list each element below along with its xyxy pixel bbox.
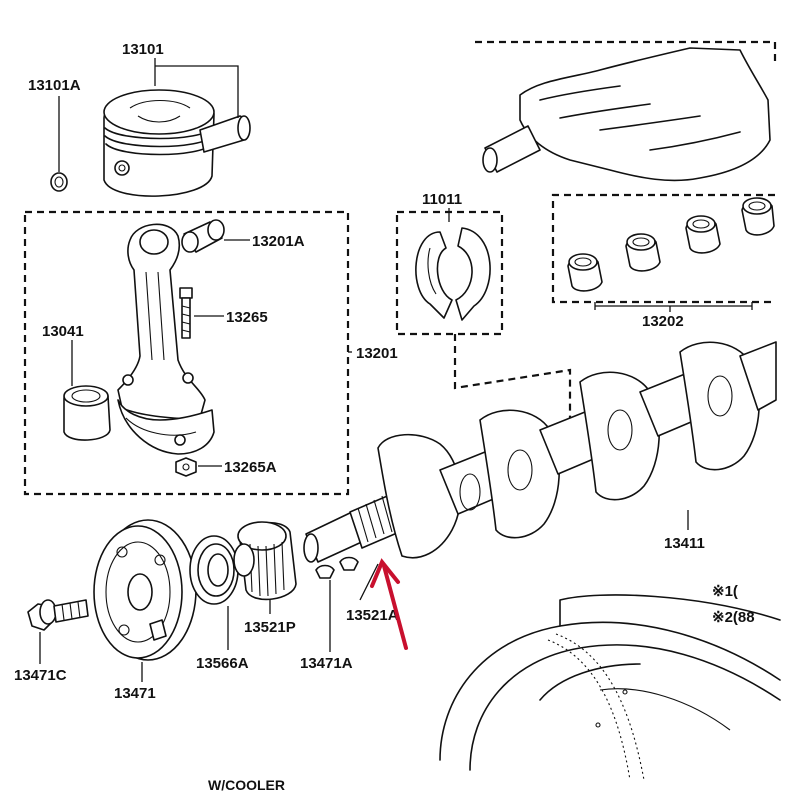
note-1: ※1(: [712, 583, 738, 600]
label-crank-key: 13521A: [346, 607, 399, 624]
key-drawing: [315, 556, 359, 579]
piston-drawing: [103, 89, 251, 197]
label-rod-assembly: 13201: [356, 345, 398, 362]
rod-nut-drawing: [175, 457, 197, 477]
flywheel-drawing: [439, 594, 781, 781]
leader-crank-key: [359, 563, 379, 601]
rod-assembly-box: [23, 210, 350, 496]
rod-bearing-drawing: [63, 385, 111, 441]
label-crankshaft: 13411: [664, 535, 705, 552]
label-rod-bearing: 13041: [42, 323, 84, 340]
pulley-bolt-drawing: [27, 599, 89, 631]
caption-w-cooler: W/COOLER: [208, 777, 285, 793]
leader-piston: [154, 58, 239, 118]
pulley-drawing: [93, 519, 197, 661]
label-piston: 13101: [122, 41, 164, 58]
engine-block-drawing: [475, 40, 777, 182]
piston-clip-drawing: [50, 172, 68, 192]
thrust-washer-connector: [453, 334, 572, 420]
label-piston-clip: 13101A: [28, 77, 81, 94]
main-bearing-box: [551, 193, 775, 304]
note-2: ※2(88: [712, 609, 755, 626]
label-pulley: 13471: [114, 685, 156, 702]
crankshaft-drawing: [303, 341, 777, 563]
leader-main-bearing: [594, 302, 753, 312]
label-bushing: 13201A: [252, 233, 305, 250]
label-main-bearing: 13202: [642, 313, 684, 330]
label-timing-gear: 13521P: [244, 619, 296, 636]
label-pulley-bolt: 13471C: [14, 667, 67, 684]
thrust-washer-drawing: [415, 227, 491, 321]
timing-gear-drawing: [233, 521, 297, 601]
label-rod-nut: 13265A: [224, 459, 277, 476]
label-key: 13471A: [300, 655, 353, 672]
label-rod-bolt: 13265: [226, 309, 268, 326]
highlight-arrow: [370, 558, 408, 650]
connecting-rod-drawing: [117, 223, 215, 455]
main-bearing-drawing: [567, 197, 775, 292]
label-seal-ring: 13566A: [196, 655, 249, 672]
bushing-drawing: [181, 219, 225, 253]
label-thrust-washer: 11011: [422, 191, 462, 208]
seal-ring-drawing: [189, 535, 239, 605]
rod-bolt-drawing: [179, 287, 193, 339]
